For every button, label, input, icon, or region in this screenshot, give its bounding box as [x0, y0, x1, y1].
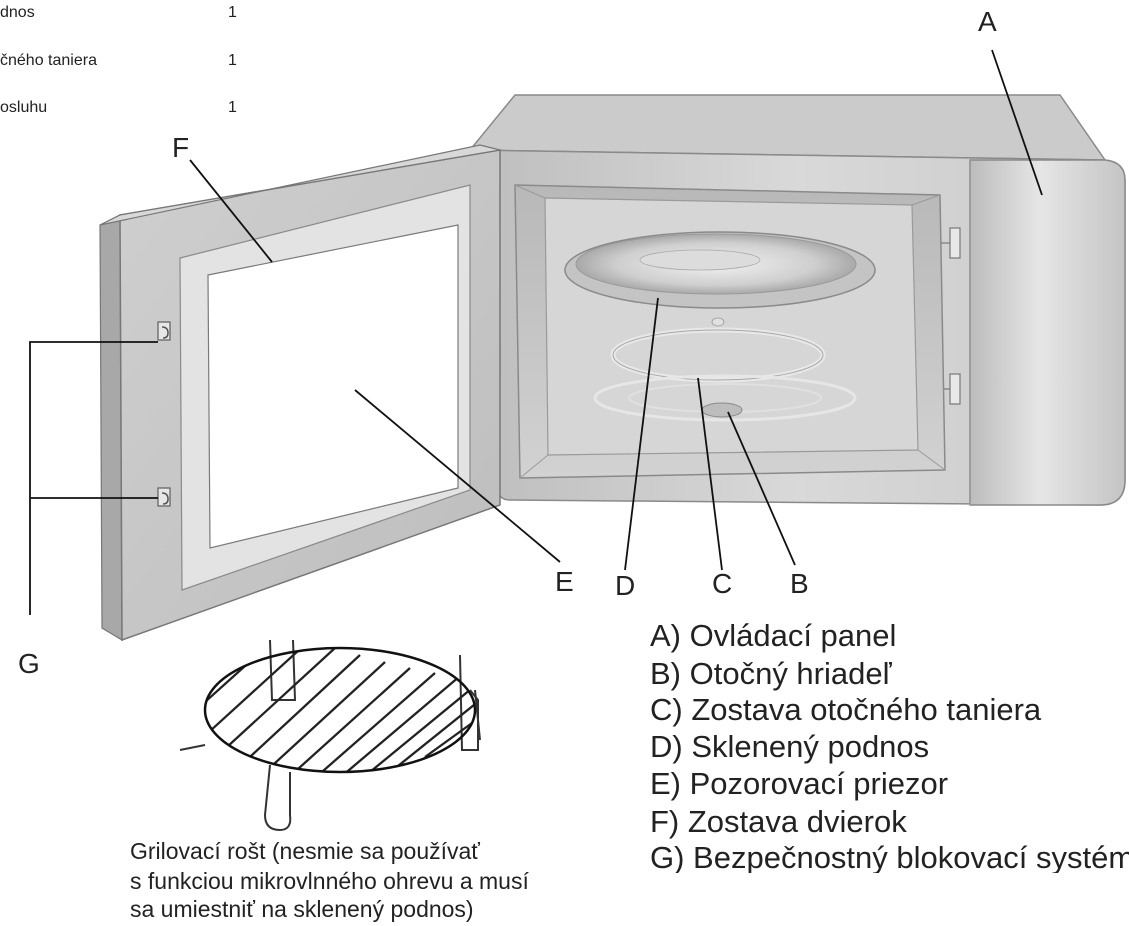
legend-item-d: D) Sklenený podnos	[650, 729, 930, 764]
viewing-window	[207, 224, 459, 549]
leader-e	[354, 389, 561, 563]
legend-item-e: E) Pozorovací priezor	[650, 766, 949, 801]
latch-slot-upper	[949, 227, 961, 259]
legend-item-f: F) Zostava dvierok	[650, 804, 907, 839]
caption-line-3: sa umiestniť na sklenený podnos)	[130, 896, 474, 922]
list-item-3-qty: 1	[228, 99, 237, 116]
callout-g: G	[18, 648, 40, 679]
list-item-1-name: dnos	[0, 4, 35, 21]
grill-rack	[179, 639, 481, 832]
caption-line-2: s funkciou mikrovlnného ohrevu a musí	[130, 868, 529, 894]
list-item-2-name: čného taniera	[0, 52, 97, 69]
legend-item-b: B) Otočný hriadeľ	[650, 656, 892, 691]
callout-e: E	[555, 566, 574, 597]
list-item-2-qty: 1	[228, 52, 237, 69]
leader-d	[624, 297, 659, 571]
latch-slot-lower	[949, 373, 961, 405]
callout-b: B	[790, 568, 809, 599]
legend-item-g: G) Bezpečnostný blokovací systém	[650, 842, 1129, 873]
leader-lines	[29, 49, 1043, 615]
door-assembly	[99, 144, 501, 642]
microwave-body	[468, 94, 1126, 506]
callout-f: F	[172, 132, 190, 163]
latch-hook-upper	[157, 321, 171, 341]
leader-a	[991, 49, 1043, 196]
callout-c: C	[712, 568, 733, 599]
leader-b	[727, 411, 796, 566]
list-item-1-qty: 1	[228, 4, 237, 21]
callout-a: A	[978, 6, 997, 37]
legend-item-c: C) Zostava otočného taniera	[650, 692, 1042, 727]
caption-line-1: Grilovací rošt (nesmie sa používať	[130, 838, 480, 864]
leader-c	[697, 377, 723, 571]
leader-f	[189, 159, 273, 263]
control-panel	[969, 159, 1126, 506]
callout-d: D	[615, 570, 636, 601]
leader-g	[29, 341, 158, 615]
latch-hook-lower	[157, 487, 171, 507]
legend-item-a: A) Ovládací panel	[650, 618, 897, 653]
drive-shaft	[701, 402, 743, 418]
list-item-3-name: osluhu	[0, 99, 48, 116]
